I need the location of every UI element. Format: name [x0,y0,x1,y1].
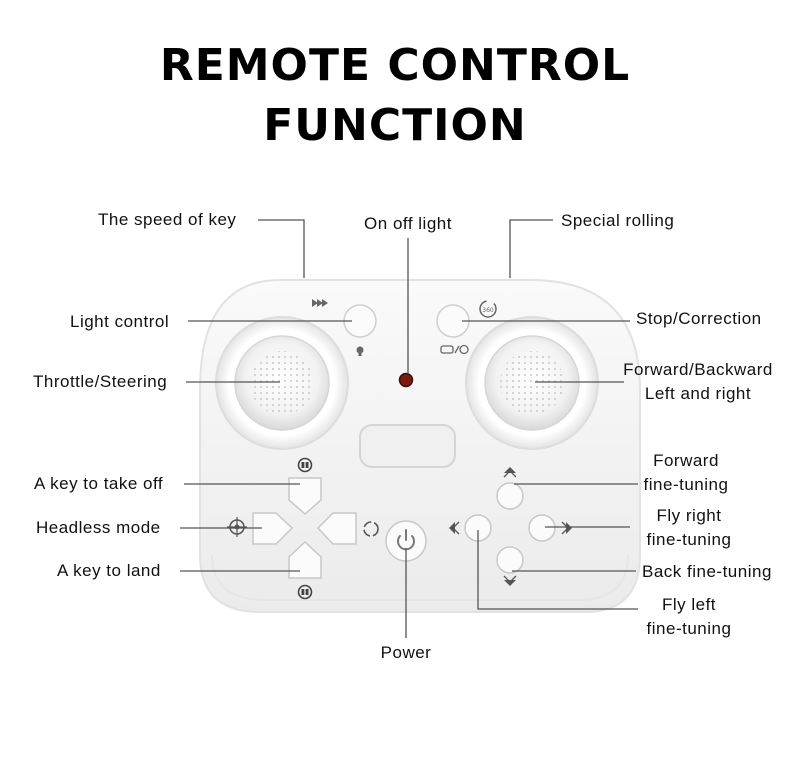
light-control-label: Light control [70,312,170,331]
arrow-left-icon [449,522,455,534]
title-line-2: FUNCTION [263,100,527,151]
rotate-icon [363,521,379,537]
display-slot [359,424,456,468]
speed-key-label: The speed of key [98,210,237,229]
trim-arrow-icons [449,467,572,586]
forward-backward-label-2: Left and right [644,384,752,403]
drone-land-icon [297,584,313,600]
take-off-key[interactable] [288,477,322,515]
light-bulb-icon [356,346,364,356]
throttle-steering-label: Throttle/Steering [33,372,168,391]
back-trim-button[interactable] [496,546,524,574]
on-off-light-label: On off light [364,214,452,233]
fly-left-label-1: Fly left [661,595,717,614]
fly-right-label-2: fine-tuning [646,530,732,549]
title-line-1: REMOTE CONTROL [159,40,631,91]
on-off-indicator-light [398,372,414,388]
arrow-right-icon [566,522,572,534]
land-label: A key to land [57,561,161,580]
forward-trim-button[interactable] [496,482,524,510]
arrow-up-icon [504,467,516,473]
fly-right-label-1: Fly right [656,506,722,525]
land-key[interactable] [288,540,322,579]
power-label: Power [380,643,432,662]
fly-right-trim-button[interactable] [528,514,556,542]
back-fine-tuning-label: Back fine-tuning [642,562,772,581]
rotate-key[interactable] [316,512,357,545]
headless-mode-key[interactable] [252,512,294,545]
forward-backward-label-1: Forward/Backward [623,360,773,379]
take-off-label: A key to take off [34,474,164,493]
forward-fine-tuning-label-2: fine-tuning [643,475,729,494]
headless-mode-label: Headless mode [36,518,161,537]
fast-forward-icon [312,299,328,307]
left-joystick[interactable] [215,316,349,450]
forward-fine-tuning-label-1: Forward [653,451,719,470]
arrow-down-icon [504,580,516,586]
drone-takeoff-icon [297,457,313,473]
fly-left-label-2: fine-tuning [646,619,732,638]
stop-correction-icon [440,344,469,355]
right-joystick[interactable] [465,316,599,450]
360-roll-icon: 360 [479,300,497,318]
special-rolling-label: Special rolling [561,211,675,230]
leader-lines [180,219,638,638]
svg-text:360: 360 [482,307,494,314]
stop-correction-label: Stop/Correction [636,309,762,328]
